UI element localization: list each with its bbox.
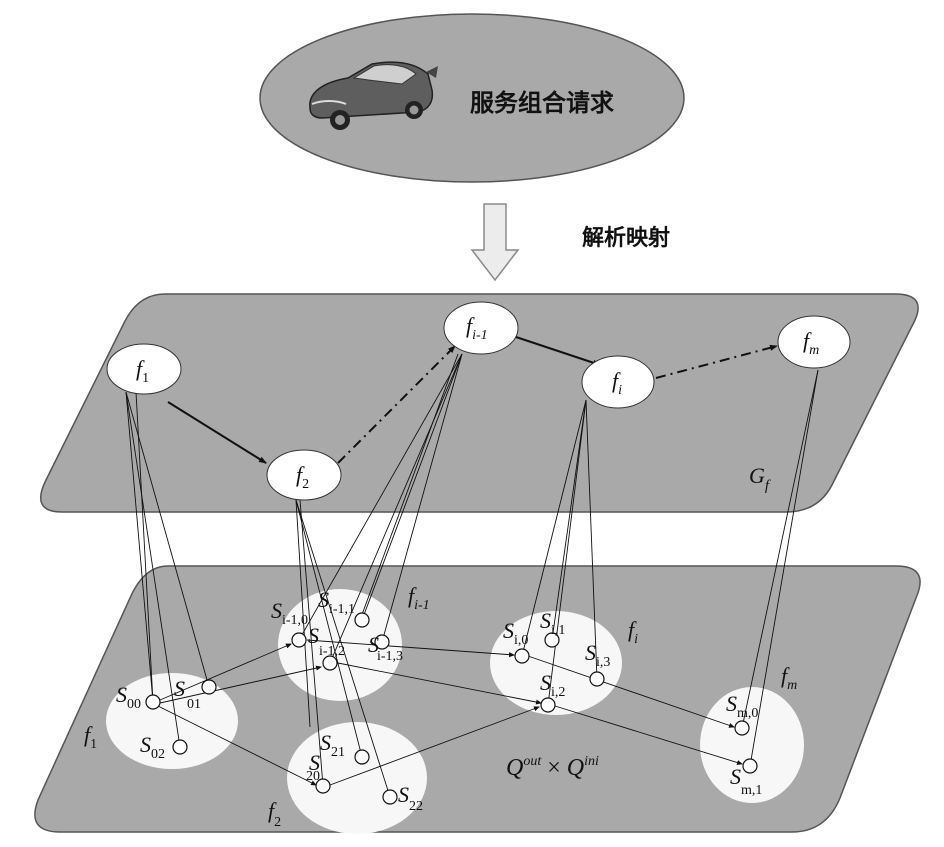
svg-text:fi-1: fi-1 [466,313,488,343]
service-label-Si-1,1: Si-1,1 [318,587,355,617]
function-node-f1: f1 [106,343,182,395]
service-node-Si-1,3 [374,634,390,650]
service-label-Sm,1: Sm,1 [730,764,762,798]
service-group-fm [700,687,804,803]
mapping-arrow-icon [470,203,520,282]
request-title: 服务组合请求 [470,89,614,117]
service-label-Si,3: Si,3 [585,640,610,670]
service-node-Si-1,0 [291,632,307,648]
svg-text:fi: fi [612,368,622,398]
service-node-Sm,1 [742,758,758,774]
group-label-fi-1: fi-1 [408,583,430,613]
service-layer-plane [34,565,921,833]
service-node-S00 [145,694,161,710]
graph-name: Gf [749,463,771,494]
function-node-fi-1: fi-1 [443,301,519,355]
edge-fi-1-fi [512,335,601,366]
function-node-f2: f2 [266,449,342,501]
edge-fi-fm [655,344,778,379]
group-label-fi: fi [628,617,638,647]
svg-text:fm: fm [803,328,819,358]
service-node-Si-1,1 [354,612,370,628]
service-node-S01 [201,679,217,695]
service-label-S22: S22 [398,782,423,814]
group-label-fm: fm [781,663,797,693]
service-composition-edges [157,639,743,786]
service-label-Sm,0: Sm,0 [726,691,758,721]
request-ellipse [259,13,685,183]
service-label-S21: S21 [320,730,345,760]
service-label-Si-1,2: Si-1,2 [308,623,345,659]
group-label-f2: f2 [268,798,281,830]
service-circles [145,612,758,805]
service-node-Si,0 [514,648,530,664]
function-node-fi: fi [581,355,655,409]
edge-f2-fi-1 [337,345,456,464]
service-node-Sm,0 [734,720,750,736]
service-label-Si,2: Si,2 [540,670,565,700]
service-label-S00: S00 [116,682,141,712]
service-node-Si-1,2 [322,655,338,671]
service-group-f2 [287,722,427,834]
service-label-Si,0: Si,0 [503,618,528,648]
function-node-fm: fm [777,315,851,369]
service-node-S20 [315,778,331,794]
service-label-Si,1: Si,1 [540,608,565,638]
group-label-f1: f1 [84,722,97,752]
service-label-Si-1,3: Si-1,3 [368,632,403,664]
service-group-f1 [106,673,238,769]
service-node-Si,1 [544,632,560,648]
service-label-Si-1,0: Si-1,0 [271,598,308,628]
svg-text:f1: f1 [136,356,149,386]
service-node-S02 [172,739,188,755]
edge-f1-f2 [167,401,267,464]
service-label-S02: S02 [140,732,165,762]
function-service-mapping-lines [125,353,819,798]
car-icon [309,61,438,130]
service-group-fi [490,611,622,715]
service-label-S01: S01 [174,676,201,712]
service-node-S21 [354,749,370,765]
service-node-Si,3 [589,671,605,687]
svg-text:f2: f2 [296,462,309,492]
mapping-label: 解析映射 [582,225,670,251]
service-node-Si,2 [540,697,556,713]
formula: Qout×Qini [506,754,599,781]
service-node-S22 [382,789,398,805]
